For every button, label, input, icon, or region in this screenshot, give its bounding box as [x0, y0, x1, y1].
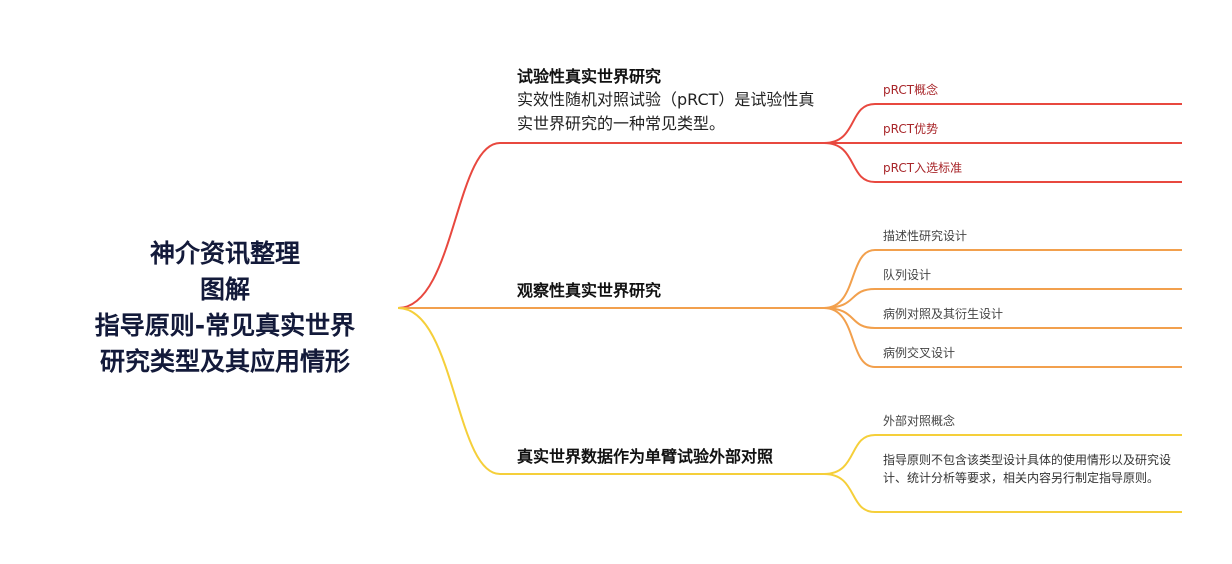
link-root-branch-3 — [397, 307, 824, 475]
root-line: 神介资讯整理 — [149, 239, 300, 268]
branch-node-observational-rws[interactable]: 观察性真实世界研究 — [517, 281, 662, 300]
leaf-case-control-design[interactable]: 病例对照及其衍生设计 — [883, 307, 1004, 321]
leaf-descriptive-design[interactable]: 描述性研究设计 — [883, 229, 968, 243]
leaf-prct-criteria[interactable]: pRCT入选标准 — [883, 161, 963, 175]
root-line: 指导原则-常见真实世界 — [94, 311, 356, 340]
link-branch-2-leaf-2 — [823, 288, 1182, 309]
leaf-prct-concept[interactable]: pRCT概念 — [883, 83, 939, 97]
root-node[interactable]: 神介资讯整理 图解 指导原则-常见真实世界 研究类型及其应用情形 — [70, 236, 380, 380]
root-line: 图解 — [199, 275, 250, 304]
link-root-branch-1 — [397, 142, 824, 309]
link-branch-3-leaf-2 — [823, 473, 1182, 513]
branch-description-experimental-rws: 实效性随机对照试验（pRCT）是试验性真实世界研究的一种常见类型。 — [517, 90, 815, 133]
link-branch-2-leaf-1 — [823, 249, 1182, 309]
leaf-external-control-note[interactable]: 指导原则不包含该类型设计具体的使用情形以及研究设计、统计分析等要求，相关内容另行… — [883, 453, 1172, 485]
leaf-cohort-design[interactable]: 队列设计 — [883, 268, 932, 282]
leaf-external-control-concept[interactable]: 外部对照概念 — [883, 414, 956, 428]
link-branch-2-leaf-4 — [823, 307, 1182, 368]
leaf-case-crossover-design[interactable]: 病例交叉设计 — [883, 346, 956, 360]
link-branch-2-leaf-3 — [823, 307, 1182, 329]
link-branch-1-leaf-3 — [823, 142, 1182, 183]
root-line: 研究类型及其应用情形 — [99, 347, 350, 376]
link-branch-1-leaf-1 — [823, 103, 1182, 144]
branch-node-external-control[interactable]: 真实世界数据作为单臂试验外部对照 — [517, 447, 774, 466]
link-branch-3-leaf-1 — [823, 434, 1182, 475]
leaf-prct-advantage[interactable]: pRCT优势 — [883, 122, 939, 136]
branch-node-experimental-rws[interactable]: 试验性真实世界研究 — [517, 67, 662, 86]
